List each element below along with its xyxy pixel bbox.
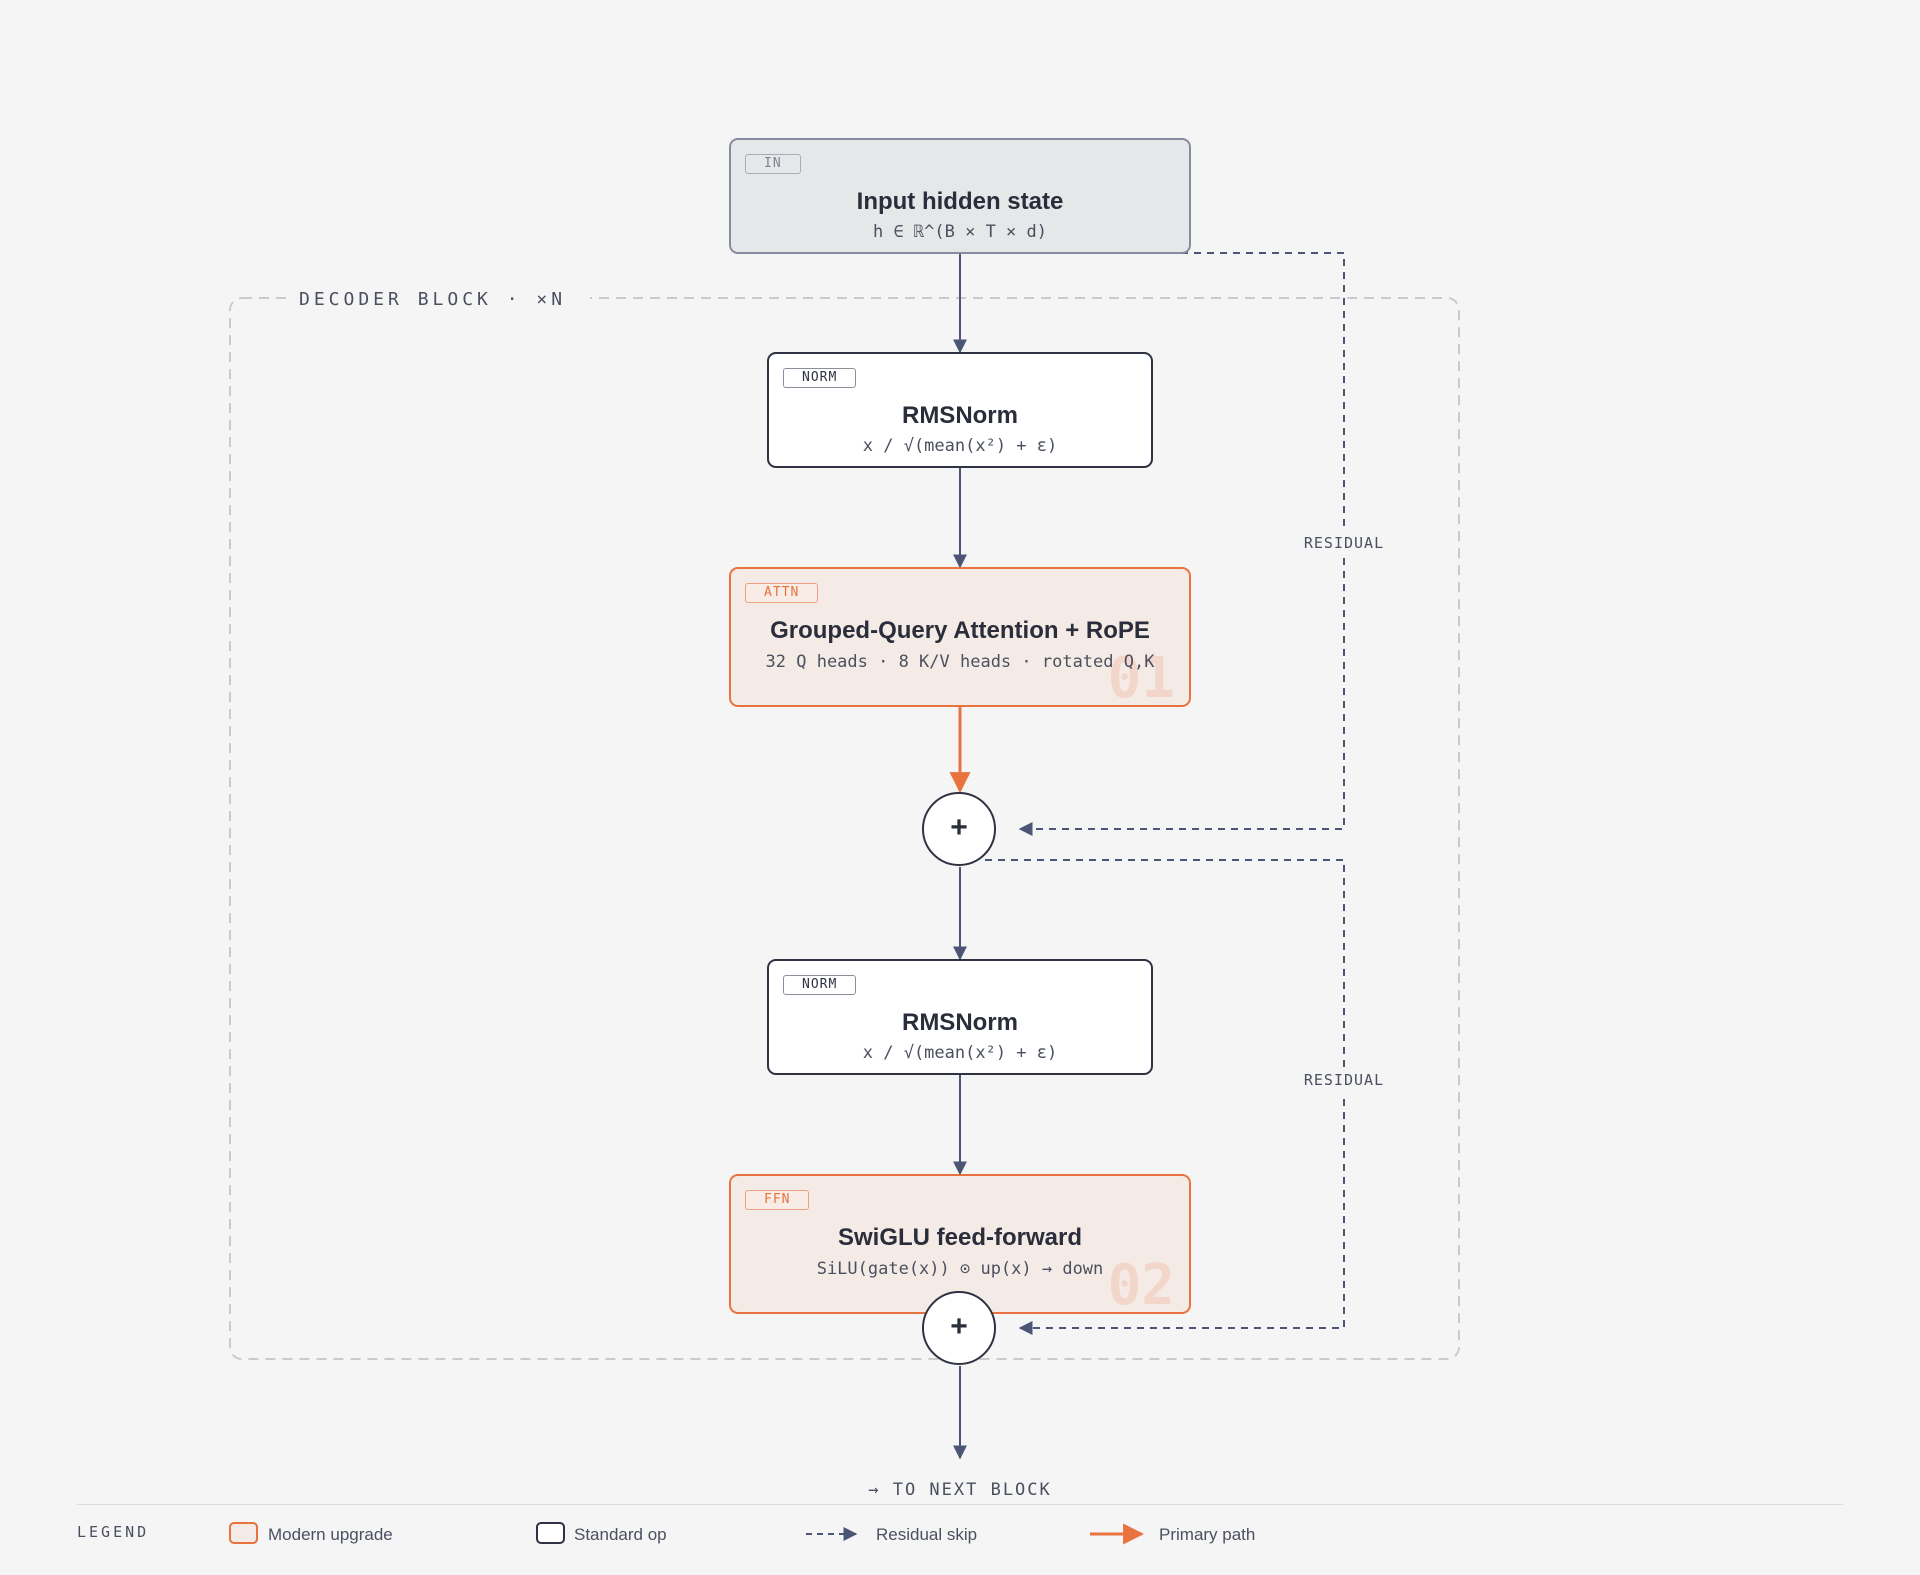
norm2-title: RMSNorm [901,1009,1018,1036]
residual-label-2: RESIDUAL [1303,1071,1385,1089]
ffn-node[interactable]: 02 FFN SwiGLU feed-forward SiLU(gate(x))… [729,1174,1191,1314]
legend: LEGEND Modern upgrade Standard op Residu… [77,1504,1843,1557]
legend-modern-swatch [229,1522,258,1544]
residual-label-1: RESIDUAL [1303,534,1385,552]
attention-title: Grouped-Query Attention + RoPE [770,617,1150,644]
attention-index: 01 [1107,646,1175,707]
attention-badge: ATTN [745,583,819,603]
residual-skip-1 [960,252,1345,836]
norm1-badge: NORM [783,368,857,388]
legend-item-modern: Modern upgrade [268,1525,393,1544]
rmsnorm-node-2[interactable]: NORM RMSNorm x / √(mean(x²) + ε) [767,959,1153,1075]
legend-item-residual: Residual skip [876,1525,978,1544]
norm1-formula: x / √(mean(x²) + ε) [862,436,1058,456]
residual-add-1[interactable]: + [922,792,996,866]
input-node[interactable]: IN Input hidden state h ∈ ℝ^(B × T × d) [729,138,1191,254]
legend-standard-swatch [536,1522,565,1544]
norm2-badge: NORM [783,975,857,995]
input-title: Input hidden state [856,188,1064,215]
attention-formula: 32 Q heads · 8 K/V heads · rotated Q,K [765,652,1155,672]
residual-skip-2 [985,859,1345,1335]
input-badge: IN [745,154,801,174]
ffn-title: SwiGLU feed-forward [837,1224,1083,1251]
legend-title: LEGEND [77,1523,150,1541]
norm1-title: RMSNorm [901,402,1018,429]
attention-node[interactable]: 01 ATTN Grouped-Query Attention + RoPE 3… [729,567,1191,707]
norm2-formula: x / √(mean(x²) + ε) [862,1043,1058,1063]
ffn-index: 02 [1107,1253,1175,1314]
residual-label-bg-2 [1300,1069,1388,1093]
input-formula: h ∈ ℝ^(B × T × d) [873,222,1047,242]
decoder-block-label-gap [286,288,590,308]
ffn-badge: FFN [745,1190,810,1210]
ffn-formula: SiLU(gate(x)) ⊙ up(x) → down [816,1259,1104,1279]
residual-add-2[interactable]: + [922,1291,996,1365]
rmsnorm-node-1[interactable]: NORM RMSNorm x / √(mean(x²) + ε) [767,352,1153,468]
decoder-block-frame [229,297,1460,1360]
legend-item-standard: Standard op [574,1525,667,1544]
residual-label-bg-1 [1300,532,1388,556]
output-label: → TO NEXT BLOCK [868,1480,1052,1500]
legend-item-primary: Primary path [1159,1525,1256,1544]
decoder-block-label: DECODER BLOCK · ×N [299,289,567,310]
